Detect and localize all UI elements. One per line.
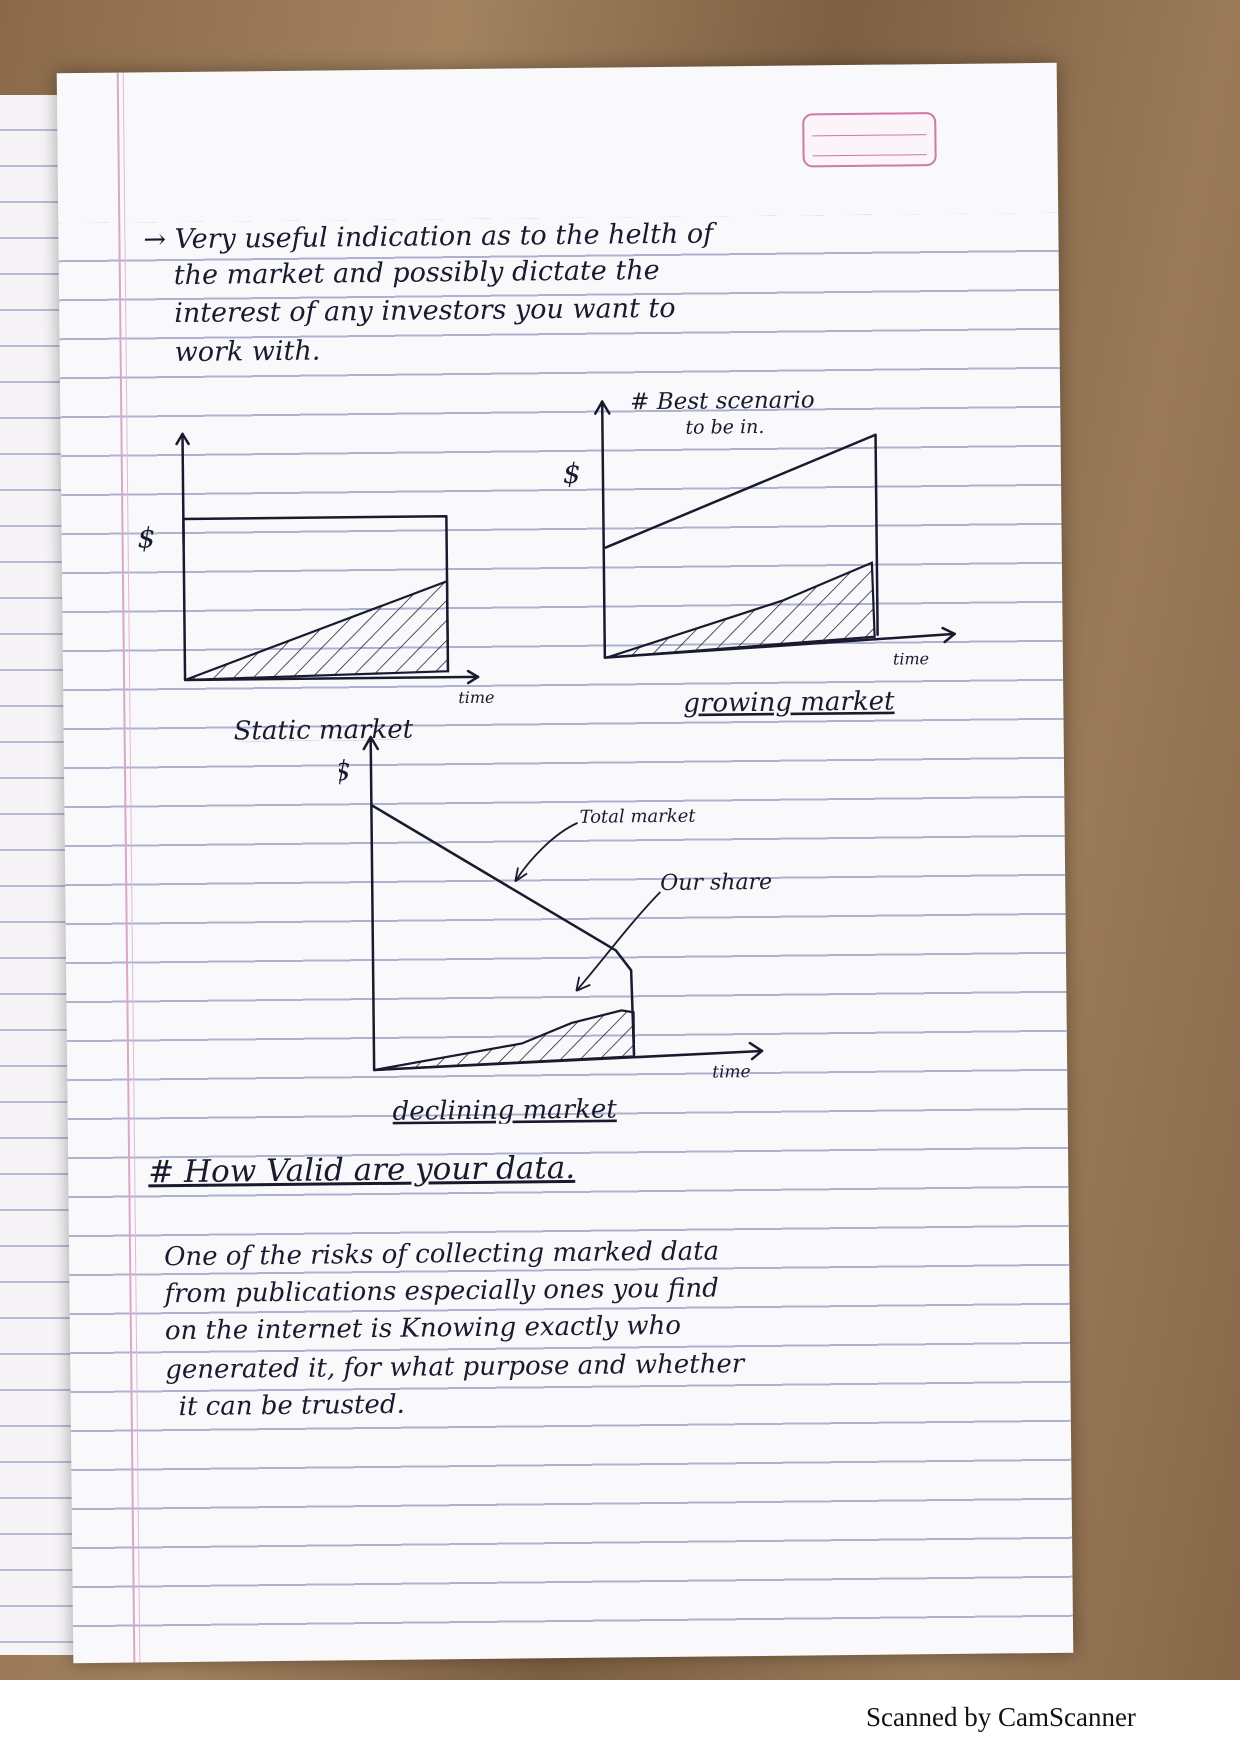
para-line-2: from publications especially ones you fi… <box>164 1273 719 1310</box>
para-line-3: on the internet is Knowing exactly who <box>164 1310 682 1347</box>
static-our-share-area <box>184 579 450 682</box>
scanner-footer: Scanned by CamScanner <box>866 1702 1136 1732</box>
notebook-page: → Very useful indication as to the helth… <box>56 62 1074 1664</box>
declining-market-chart: $ Total market Our share time declining … <box>339 735 772 1125</box>
our-share-annotation: Our share <box>660 870 772 896</box>
section-heading: # How Valid are your data. <box>148 1149 576 1191</box>
date-page-box <box>802 112 937 168</box>
growing-market-chart: $ time growing market <box>563 400 956 719</box>
static-x-label: time <box>458 688 494 707</box>
static-title: Static market <box>233 715 413 743</box>
static-x-axis <box>183 675 480 682</box>
declining-y-axis <box>369 735 376 1072</box>
growing-y-axis <box>600 400 607 659</box>
declining-our-share-area <box>373 1009 636 1072</box>
para-line-4: generated it, for what purpose and wheth… <box>165 1349 745 1386</box>
total-market-annotation: Total market <box>579 806 696 828</box>
intro-line-2: the market and possibly dictate the <box>173 254 660 292</box>
intro-line-3: interest of any investors you want to <box>174 292 676 330</box>
declining-title: declining market <box>392 1094 617 1125</box>
static-market-chart: $ time Static market <box>137 432 495 743</box>
total-market-arrow <box>514 822 578 883</box>
our-share-arrow <box>575 891 661 992</box>
intro-line-1: → Very useful indication as to the helth… <box>143 218 714 256</box>
static-y-label: $ <box>137 521 155 554</box>
growing-our-share-area <box>606 561 876 659</box>
growing-x-label: time <box>893 649 929 668</box>
declining-x-label: time <box>712 1062 751 1082</box>
intro-line-4: work with. <box>174 335 321 369</box>
growing-y-label: $ <box>563 457 581 490</box>
growing-title: growing market <box>683 687 895 719</box>
declining-y-label: $ <box>339 754 351 787</box>
para-line-1: One of the risks of collecting marked da… <box>163 1236 720 1273</box>
growing-total-market-line <box>604 433 879 636</box>
para-line-5: it can be trusted. <box>178 1389 405 1423</box>
static-y-axis <box>181 432 187 682</box>
